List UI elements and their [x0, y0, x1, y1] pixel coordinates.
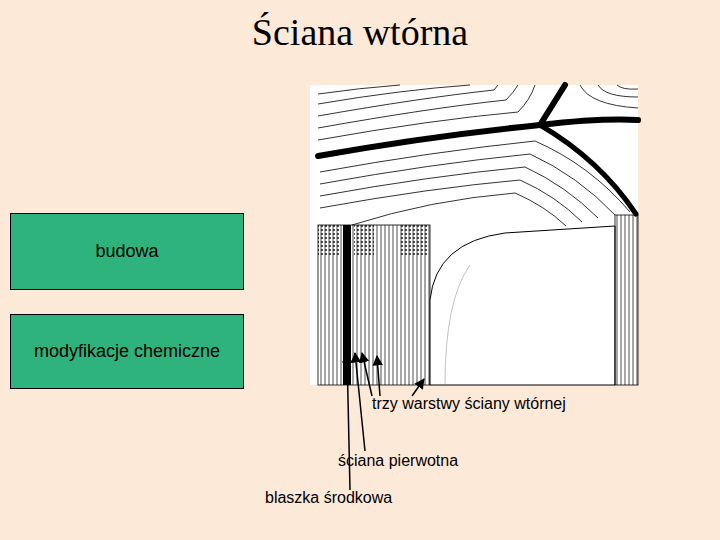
side-face-hatching [615, 215, 638, 385]
lumen-shading [445, 265, 470, 385]
dotted-layer [318, 225, 340, 255]
leader-arrow [355, 353, 365, 451]
leader-arrow [377, 356, 380, 396]
box-text: budowa [95, 241, 158, 262]
middle-lamella [318, 85, 638, 214]
lamella-line [580, 85, 638, 108]
middle-lamella-line [540, 125, 636, 214]
leader-arrow [362, 353, 372, 396]
lamella-line [320, 154, 615, 215]
front-face-hatching [318, 225, 430, 385]
box-text: modyfikacje chemiczne [34, 341, 220, 362]
lamella-line [318, 85, 518, 128]
topic-box: modyfikacje chemiczne [10, 314, 244, 389]
dotted-layer [400, 225, 428, 255]
leader-arrow [412, 379, 424, 396]
topic-box: budowa [10, 213, 244, 290]
lamella-line [320, 141, 630, 212]
lamella-line [352, 193, 566, 226]
part-label: trzy warstwy ściany wtórnej [372, 395, 566, 413]
slide-title: Ściana wtórna [0, 10, 720, 54]
part-label: blaszka środkowa [265, 489, 392, 507]
cell-lumen [430, 226, 615, 385]
lamella-line [318, 85, 498, 116]
leader-arrows [347, 353, 424, 490]
part-label: ściana pierwotna [338, 452, 458, 470]
lamella-line [617, 85, 638, 89]
lamella-lines [318, 85, 638, 226]
lamella-line [318, 85, 470, 104]
middle-lamella-line [540, 85, 565, 125]
illustration-background [310, 85, 638, 385]
lamella-line [318, 85, 400, 94]
lamella-line [320, 167, 598, 218]
middle-lamella-line [318, 125, 540, 156]
leader-arrow [347, 353, 350, 490]
dotted-layer [354, 225, 374, 255]
lamella-line [598, 85, 638, 97]
middle-lamella-line [540, 120, 638, 125]
